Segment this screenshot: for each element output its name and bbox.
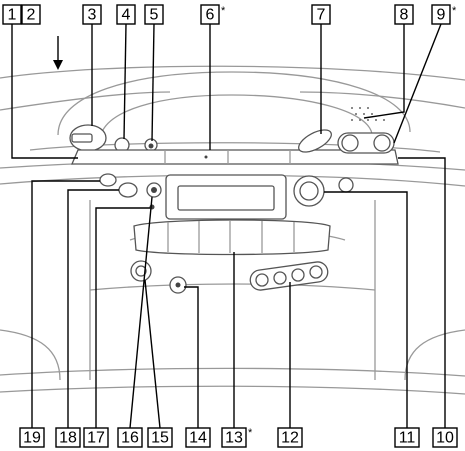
callout-6: 6 [200, 4, 220, 25]
svg-text:3: 3 [88, 7, 97, 24]
slanted-switch[interactable] [295, 125, 334, 156]
callout-6-asterisk: * [221, 5, 226, 17]
callout-13: 13 [221, 427, 247, 448]
svg-text:7: 7 [317, 7, 326, 24]
callout-8: 8 [394, 4, 414, 25]
callout-7: 7 [311, 4, 331, 25]
svg-text:19: 19 [23, 430, 41, 447]
svg-text:6: 6 [206, 7, 215, 24]
callout-17: 17 [83, 427, 109, 448]
svg-text:12: 12 [281, 430, 299, 447]
svg-text:2: 2 [27, 7, 36, 24]
callout-5: 5 [144, 4, 164, 25]
callout-1: 1 [2, 4, 22, 25]
svg-text:13: 13 [225, 430, 243, 447]
svg-text:16: 16 [121, 430, 139, 447]
svg-text:9: 9 [437, 7, 446, 24]
callout-11: 11 [394, 427, 420, 448]
controls [69, 107, 399, 294]
svg-text:4: 4 [122, 7, 131, 24]
callout-13-asterisk: * [248, 427, 253, 439]
svg-text:11: 11 [399, 430, 416, 447]
svg-text:8: 8 [400, 7, 409, 24]
callout-15: 15 [147, 427, 173, 448]
svg-text:14: 14 [189, 430, 207, 447]
svg-text:1: 1 [8, 7, 17, 24]
svg-text:10: 10 [436, 430, 454, 447]
callout-12: 12 [277, 427, 303, 448]
side-button[interactable] [338, 177, 354, 193]
callout-9-asterisk: * [452, 5, 457, 17]
callout-2: 2 [21, 4, 41, 25]
callout-10: 10 [432, 427, 458, 448]
dot-grille [351, 107, 385, 121]
svg-text:15: 15 [151, 430, 169, 447]
callout-19: 19 [19, 427, 45, 448]
callout-14: 14 [185, 427, 211, 448]
callout-16: 16 [117, 427, 143, 448]
leader-lines [11, 23, 446, 440]
svg-text:18: 18 [59, 430, 77, 447]
callout-4: 4 [116, 4, 136, 25]
cassette-key-bar[interactable] [133, 219, 331, 256]
callout-9: 9 [431, 4, 451, 25]
svg-text:17: 17 [87, 430, 105, 447]
button-19[interactable] [99, 173, 117, 187]
button-18[interactable] [118, 182, 138, 198]
svg-text:5: 5 [150, 7, 159, 24]
callout-3: 3 [82, 4, 102, 25]
callout-18: 18 [55, 427, 81, 448]
